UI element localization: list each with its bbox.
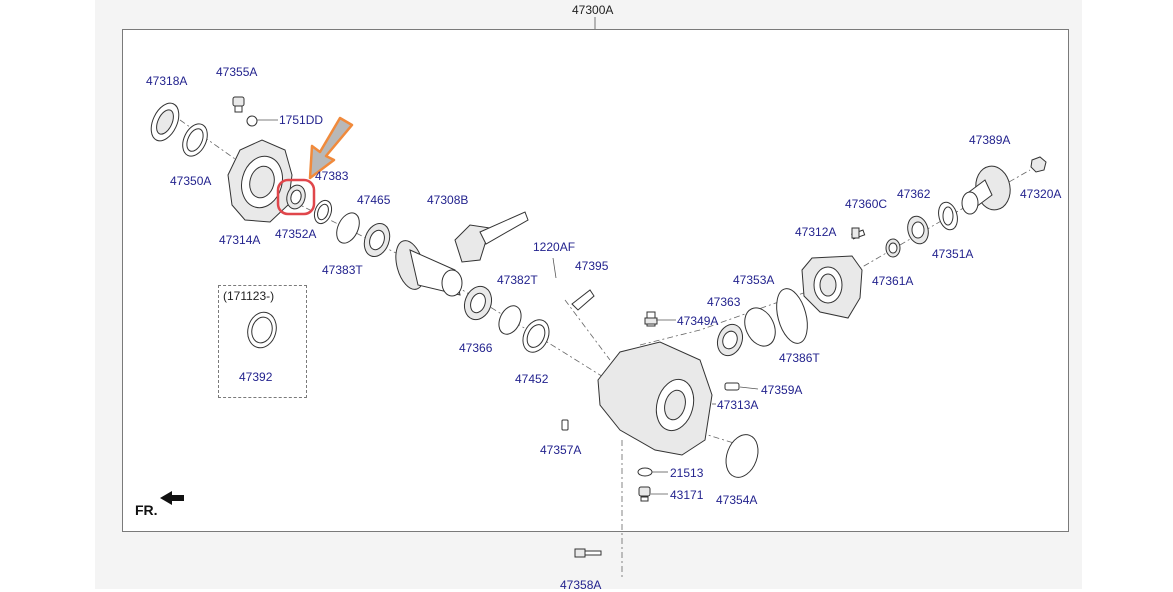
variant-box — [218, 285, 307, 398]
part-47308B-drawing — [395, 211, 529, 297]
part-47357A-drawing — [561, 419, 569, 431]
part-47362-drawing — [907, 215, 929, 245]
part-label-21513[interactable]: 21513 — [670, 466, 704, 480]
part-label-47358A[interactable]: 47358A — [560, 578, 602, 592]
part-label-47320A[interactable]: 47320A — [1020, 187, 1062, 201]
part-47353A-drawing — [744, 307, 776, 347]
part-label-47351A[interactable]: 47351A — [932, 247, 974, 261]
part-47359A-drawing — [724, 382, 740, 391]
part-47314A-drawing — [227, 139, 293, 223]
direction-arrow-icon — [160, 491, 184, 505]
part-label-47357A[interactable]: 47357A — [540, 443, 582, 457]
part-label-47313A[interactable]: 47313A — [717, 398, 759, 412]
part-label-47360C[interactable]: 47360C — [845, 197, 888, 211]
part-47382T-drawing — [498, 305, 522, 335]
variant-note: (171123-) — [223, 289, 275, 303]
part-label-47359A[interactable]: 47359A — [761, 383, 803, 397]
part-47361A-drawing — [885, 238, 901, 258]
part-label-47382T[interactable]: 47382T — [497, 273, 538, 287]
part-47392-drawing — [247, 311, 277, 349]
part-label-47353A[interactable]: 47353A — [733, 273, 775, 287]
part-47360C-drawing — [851, 227, 866, 240]
part-label-47465[interactable]: 47465 — [357, 193, 391, 207]
part-47351A-drawing — [938, 201, 958, 231]
part-label-47363[interactable]: 47363 — [707, 295, 741, 309]
part-47318A-drawing — [150, 102, 180, 142]
part-47363-drawing — [716, 323, 744, 357]
part-47313A-drawing — [597, 341, 713, 456]
part-label-47349A[interactable]: 47349A — [677, 314, 719, 328]
part-21513-drawing — [637, 467, 653, 477]
part-label-47452[interactable]: 47452 — [515, 372, 549, 386]
part-47389A-drawing — [961, 165, 1011, 215]
part-47383T-drawing — [336, 212, 360, 244]
part-label-47383[interactable]: 47383 — [315, 169, 349, 183]
part-label-1220AF[interactable]: 1220AF — [533, 240, 576, 254]
part-label-47361A[interactable]: 47361A — [872, 274, 914, 288]
part-label-47366[interactable]: 47366 — [459, 341, 493, 355]
assembly-title-label: 47300A — [572, 3, 614, 17]
part-label-47355A[interactable]: 47355A — [216, 65, 258, 79]
part-label-43171[interactable]: 43171 — [670, 488, 704, 502]
part-label-47386T[interactable]: 47386T — [779, 351, 820, 365]
part-label-47392[interactable]: 47392 — [239, 370, 273, 384]
highlight-arrow — [308, 116, 354, 180]
part-47383-drawing — [313, 199, 333, 225]
part-43171-drawing — [638, 486, 651, 502]
part-label-47318A[interactable]: 47318A — [146, 74, 188, 88]
part-47350A-drawing — [182, 123, 208, 157]
part-label-47350A[interactable]: 47350A — [170, 174, 212, 188]
part-47312A-drawing — [801, 255, 863, 319]
part-label-47312A[interactable]: 47312A — [795, 225, 837, 239]
part-label-1751DD[interactable]: 1751DD — [279, 113, 324, 127]
part-label-47389A[interactable]: 47389A — [969, 133, 1011, 147]
part-label-47314A[interactable]: 47314A — [219, 233, 261, 247]
direction-label: FR. — [135, 502, 158, 518]
part-47465-drawing — [363, 223, 391, 257]
part-47349A-drawing — [644, 311, 658, 327]
part-47358A-drawing — [574, 548, 602, 558]
part-label-47383T[interactable]: 47383T — [322, 263, 363, 277]
part-label-47352A[interactable]: 47352A — [275, 227, 317, 241]
highlight-ring — [276, 178, 316, 216]
part-label-47308B[interactable]: 47308B — [427, 193, 469, 207]
part-label-47354A[interactable]: 47354A — [716, 493, 758, 507]
diagram-frame — [122, 29, 1069, 532]
part-1751DD-drawing — [246, 115, 258, 127]
part-label-47395[interactable]: 47395 — [575, 259, 609, 273]
part-47354A-drawing — [725, 434, 759, 478]
part-label-47362[interactable]: 47362 — [897, 187, 931, 201]
part-1220AF-drawing — [552, 257, 557, 279]
part-47355A-drawing — [232, 96, 245, 113]
part-47352A-drawing — [276, 178, 316, 216]
part-47452-drawing — [522, 319, 550, 353]
assembly-axis-3 — [564, 299, 611, 361]
part-47320A-drawing — [1030, 156, 1047, 173]
part-47395-drawing — [571, 289, 595, 311]
part-47386T-drawing — [776, 288, 808, 344]
part-47366-drawing — [463, 285, 493, 321]
